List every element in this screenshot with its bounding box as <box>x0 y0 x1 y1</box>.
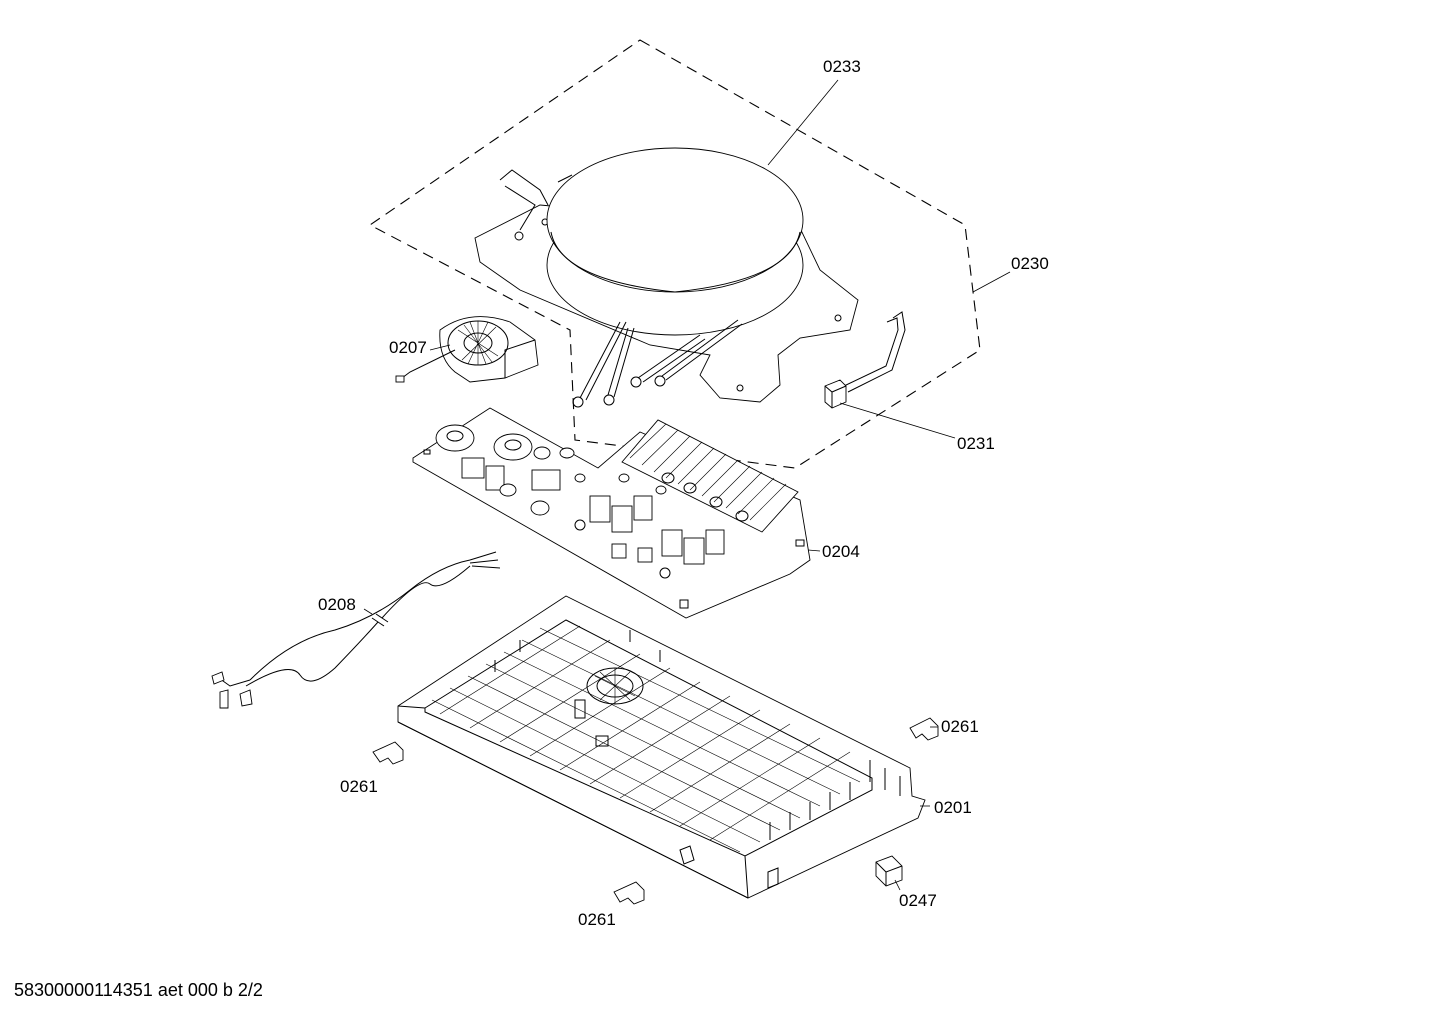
part-label-0204: 0204 <box>822 542 860 561</box>
housing-foot <box>875 855 903 887</box>
part-label-0208: 0208 <box>318 595 356 614</box>
power-circuit-board <box>412 407 811 619</box>
part-label-0230: 0230 <box>1011 254 1049 273</box>
cooling-fan <box>395 316 539 383</box>
document-id-footer: 58300000114351 aet 000 b 2/2 <box>14 980 263 1000</box>
mains-cable <box>211 551 501 709</box>
part-label-0261-bottom: 0261 <box>578 910 616 929</box>
part-label-0247: 0247 <box>899 891 937 910</box>
part-label-0233: 0233 <box>823 57 861 76</box>
leader-lines <box>363 79 1011 891</box>
part-label-0261-right: 0261 <box>941 717 979 736</box>
temperature-sensor <box>824 311 906 409</box>
mounting-clip-bottom <box>613 881 645 905</box>
part-label-0207: 0207 <box>389 338 427 357</box>
part-label-0261-left: 0261 <box>340 777 378 796</box>
mounting-clip-right <box>909 717 939 741</box>
mounting-clip-left <box>372 741 404 765</box>
part-label-0201: 0201 <box>934 798 972 817</box>
base-housing <box>397 595 926 899</box>
part-label-0231: 0231 <box>957 434 995 453</box>
induction-coil <box>474 147 859 408</box>
